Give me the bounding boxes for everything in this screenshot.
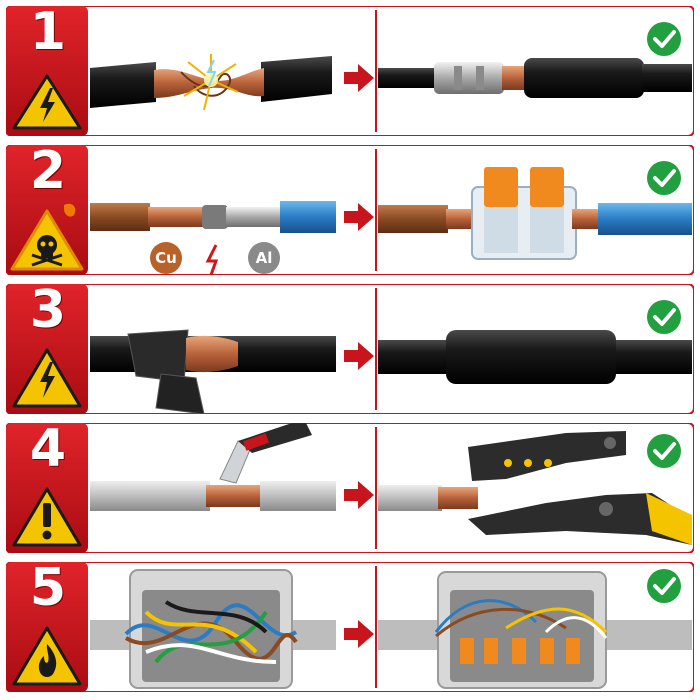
step-number: 3 bbox=[29, 280, 67, 340]
general-warning-icon bbox=[12, 487, 82, 547]
arrow-right-icon bbox=[344, 342, 374, 370]
crimped-connector-heat-shrink bbox=[378, 58, 692, 98]
toxic-warning-icon bbox=[10, 203, 84, 271]
check-icon bbox=[647, 569, 681, 603]
step-row-2: 2 Cu Al bbox=[6, 141, 694, 275]
copper-label: Cu bbox=[155, 249, 177, 267]
crimping-tool bbox=[378, 431, 692, 545]
utility-knife-stripping bbox=[90, 423, 336, 511]
step-2-illustration bbox=[6, 145, 694, 275]
step-number: 1 bbox=[29, 2, 67, 62]
step-3-illustration bbox=[6, 284, 694, 414]
copper-aluminum-joint bbox=[90, 201, 336, 233]
step-row-1: 1 bbox=[6, 2, 694, 136]
check-icon bbox=[647, 434, 681, 468]
arrow-right-icon bbox=[344, 64, 374, 92]
step-5-illustration bbox=[6, 562, 694, 692]
arrow-right-icon bbox=[344, 620, 374, 648]
heat-shrink-sleeve bbox=[378, 330, 692, 384]
lightning-icon bbox=[205, 244, 219, 275]
electric-warning-icon bbox=[12, 348, 82, 408]
fire-warning-icon bbox=[12, 626, 82, 686]
electric-warning-icon bbox=[12, 74, 82, 130]
lever-wire-connector bbox=[378, 167, 692, 260]
check-icon bbox=[647, 22, 681, 56]
step-badge bbox=[6, 6, 88, 136]
step-row-5: 5 bbox=[6, 558, 694, 692]
step-number: 2 bbox=[29, 141, 67, 201]
step-row-4: 4 bbox=[6, 419, 694, 553]
check-icon bbox=[647, 300, 681, 334]
step-1-illustration bbox=[6, 6, 694, 136]
step-number: 4 bbox=[29, 419, 67, 479]
tangled-junction-box bbox=[90, 569, 336, 689]
arrow-right-icon bbox=[344, 481, 374, 509]
twisted-wires-spark bbox=[90, 54, 332, 111]
check-icon bbox=[647, 161, 681, 195]
organized-junction-box bbox=[378, 571, 692, 689]
step-row-3: 3 bbox=[6, 280, 694, 414]
step-number: 5 bbox=[29, 558, 67, 618]
aluminum-label: Al bbox=[255, 249, 273, 267]
loose-tape-wrap bbox=[90, 329, 336, 414]
arrow-right-icon bbox=[344, 203, 374, 231]
step-4-illustration bbox=[6, 423, 694, 553]
